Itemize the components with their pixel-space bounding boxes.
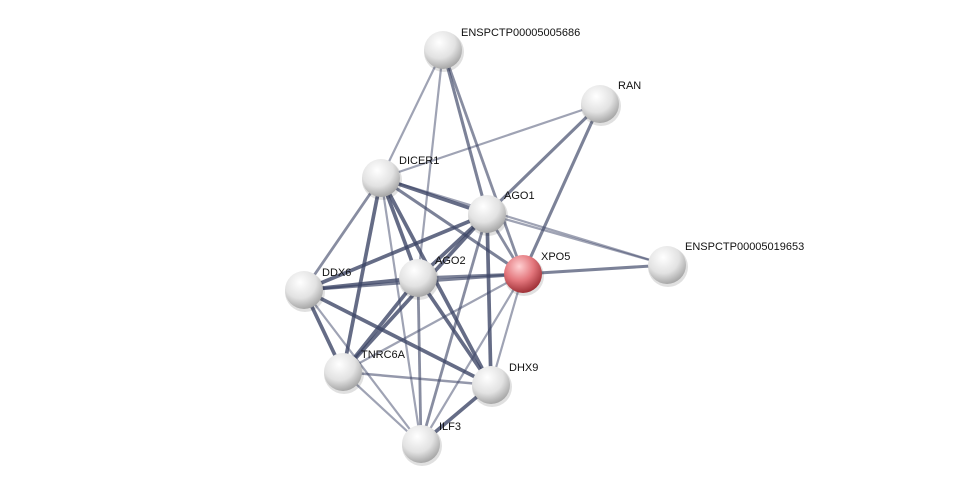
edge-enspctp00005005686-dicer1[interactable] xyxy=(380,49,444,179)
node-label: ILF3 xyxy=(439,421,461,433)
edge-ago1-ddx6[interactable] xyxy=(303,212,488,292)
edge-dicer1-tnrc6a[interactable] xyxy=(341,177,383,373)
edge-ddx6-ilf3[interactable] xyxy=(303,289,422,445)
node-ddx6[interactable]: DDX6 xyxy=(285,267,351,312)
edge-dicer1-ddx6[interactable] xyxy=(302,177,383,291)
edge-tnrc6a-dhx9[interactable] xyxy=(342,370,492,387)
edge-ddx6-dhx9[interactable] xyxy=(303,288,492,387)
node-dicer1[interactable]: DICER1 xyxy=(362,155,439,200)
node-label: ENSPCTP00005005686 xyxy=(461,27,580,39)
node-label: ENSPCTP00005019653 xyxy=(685,241,804,253)
edge-ago1-dhx9[interactable] xyxy=(485,213,493,386)
node-sphere[interactable] xyxy=(424,31,462,69)
node-ilf3[interactable]: ILF3 xyxy=(402,421,461,466)
node-xpo5[interactable]: XPO5 xyxy=(504,251,570,296)
edge-enspctp00005005686-ago1[interactable] xyxy=(441,49,489,215)
node-label: RAN xyxy=(618,80,641,92)
node-label: AGO2 xyxy=(435,255,466,267)
edge-xpo5-enspctp00005019653[interactable] xyxy=(522,263,668,276)
edge-ran-dicer1[interactable] xyxy=(380,102,601,180)
node-sphere[interactable] xyxy=(285,271,323,309)
node-sphere[interactable] xyxy=(468,195,506,233)
edge-ago2-ilf3[interactable] xyxy=(416,277,423,445)
node-ago1[interactable]: AGO1 xyxy=(468,190,535,236)
node-enspctp00005019653[interactable]: ENSPCTP00005019653 xyxy=(648,241,804,287)
node-label: XPO5 xyxy=(541,251,570,263)
edge-dicer1-xpo5[interactable] xyxy=(380,176,524,276)
edge-ago2-tnrc6a[interactable] xyxy=(341,276,420,374)
node-dhx9[interactable]: DHX9 xyxy=(472,362,538,407)
edge-ago2-dhx9[interactable] xyxy=(416,276,493,387)
node-label: DDX6 xyxy=(322,267,351,279)
edge-ago2-ddx6[interactable] xyxy=(303,276,419,292)
edge-enspctp00005005686-xpo5[interactable] xyxy=(441,49,525,275)
node-label: DHX9 xyxy=(509,362,538,374)
node-sphere[interactable] xyxy=(472,366,510,404)
node-tnrc6a[interactable]: TNRC6A xyxy=(324,349,406,394)
edge-xpo5-tnrc6a[interactable] xyxy=(342,273,524,373)
node-sphere[interactable] xyxy=(362,159,400,197)
node-ago2[interactable]: AGO2 xyxy=(399,255,466,300)
edge-ran-ago1[interactable] xyxy=(485,102,602,216)
node-label: AGO1 xyxy=(504,190,535,202)
node-enspctp00005005686[interactable]: ENSPCTP00005005686 xyxy=(424,27,580,72)
edge-dicer1-enspctp00005019653[interactable] xyxy=(380,176,668,267)
node-ran[interactable]: RAN xyxy=(581,80,641,126)
node-sphere[interactable] xyxy=(402,425,440,463)
node-sphere[interactable] xyxy=(648,246,686,284)
node-label: TNRC6A xyxy=(361,349,406,361)
node-sphere[interactable] xyxy=(324,353,362,391)
node-sphere[interactable] xyxy=(399,259,437,297)
node-sphere[interactable] xyxy=(504,255,542,293)
edge-xpo5-dhx9[interactable] xyxy=(489,273,525,386)
edge-ran-xpo5[interactable] xyxy=(521,103,602,275)
edge-ago1-enspctp00005019653[interactable] xyxy=(486,212,668,267)
node-label: DICER1 xyxy=(399,155,439,167)
node-sphere[interactable] xyxy=(581,85,619,123)
